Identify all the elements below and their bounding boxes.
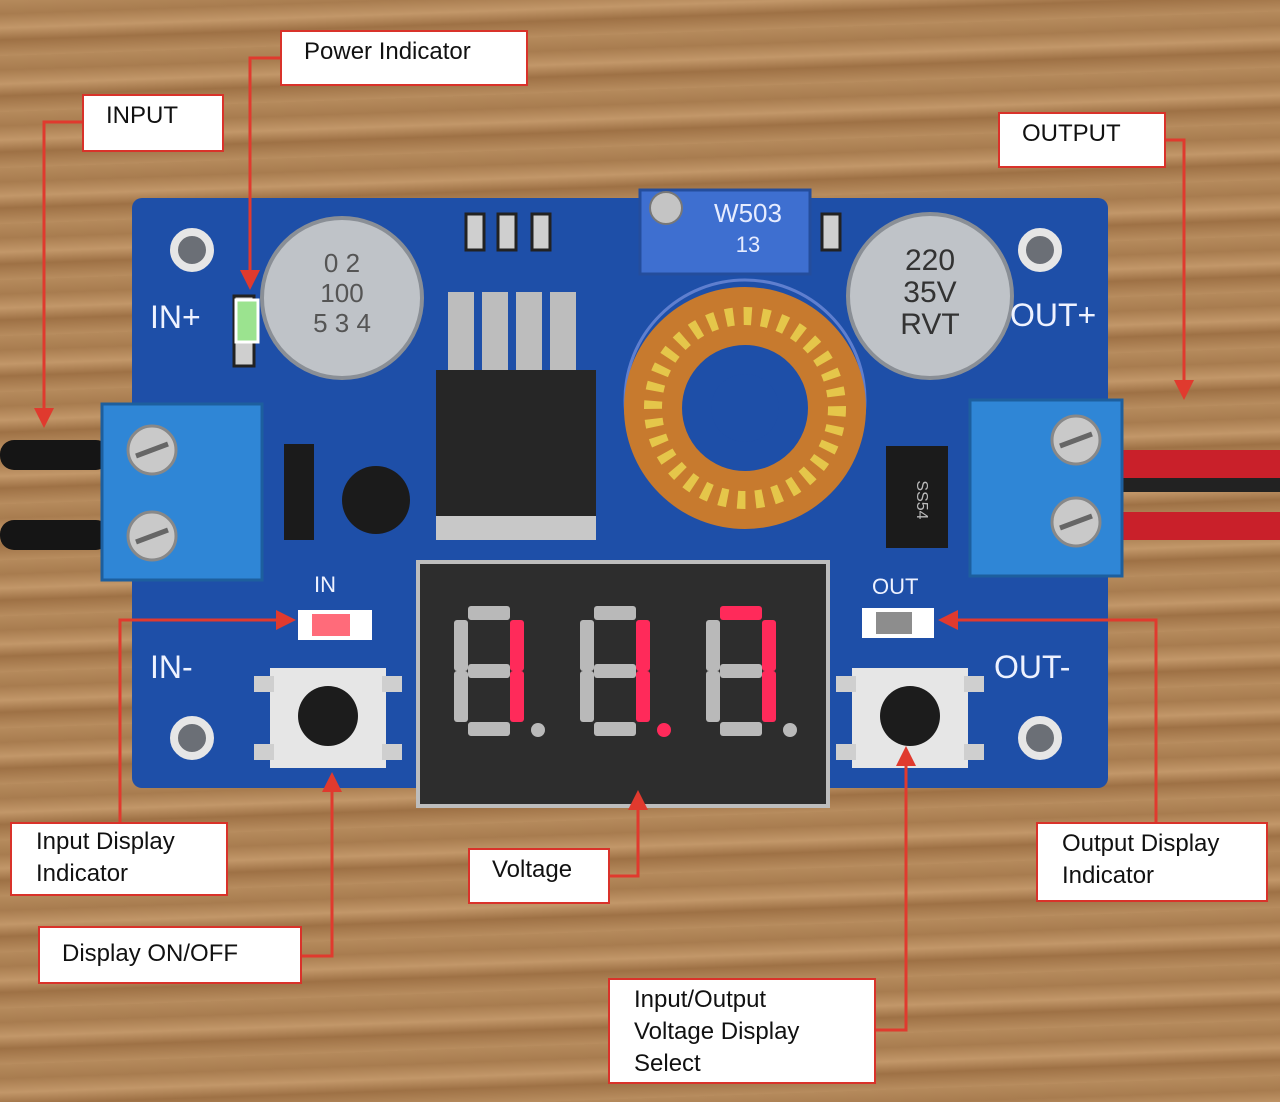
digit-3-segment-d [720, 722, 762, 736]
digit-3-segment-f [706, 620, 720, 671]
callout-input-display-indicator: Input Display Indicator [10, 822, 228, 896]
callout-output: OUTPUT [998, 112, 1166, 168]
digit-2-segment-e [580, 671, 594, 722]
digit-2-segment-c [636, 671, 650, 722]
digit-1-segment-b [510, 620, 524, 671]
digit-3-segment-a [720, 606, 762, 620]
digit-2-decimal-point [657, 723, 671, 737]
out-minus-label: OUT- [994, 649, 1070, 685]
digit-3-decimal-point [783, 723, 797, 737]
digit-1-segment-f [454, 620, 468, 671]
mount-hole-tl [170, 228, 214, 272]
svg-text:13: 13 [736, 232, 760, 257]
svg-text:0 2: 0 2 [324, 248, 360, 278]
display-onoff-button[interactable] [254, 668, 402, 768]
output-display-led [862, 608, 934, 638]
digit-3-segment-e [706, 671, 720, 722]
mount-hole-tr [1018, 228, 1062, 272]
capacitor-left: 0 2 100 5 3 4 [260, 216, 424, 380]
digit-1-segment-d [468, 722, 510, 736]
regulator-ic [436, 292, 596, 540]
svg-text:RVT: RVT [900, 308, 959, 341]
svg-text:5 3 4: 5 3 4 [313, 308, 371, 338]
arrow-in-display [118, 618, 276, 822]
digit-1-decimal-point [531, 723, 545, 737]
digit-2-segment-d [594, 722, 636, 736]
output-wires [1110, 450, 1280, 540]
arrow-input [42, 120, 82, 410]
out-plus-label: OUT+ [1010, 297, 1096, 333]
seven-segment-display [416, 560, 830, 808]
svg-text:W503: W503 [714, 198, 782, 228]
out-led-label: OUT [872, 574, 918, 599]
callout-power-indicator: Power Indicator [280, 30, 528, 86]
capacitor-right: 220 35V RVT [846, 212, 1014, 380]
arrow-select [876, 764, 908, 1032]
input-display-led [298, 610, 372, 640]
arrow-voltage [610, 808, 640, 878]
mount-hole-br [1018, 716, 1062, 760]
mount-hole-bl [170, 716, 214, 760]
svg-text:220: 220 [905, 244, 955, 277]
transistor [342, 466, 410, 534]
digit-1-segment-a [468, 606, 510, 620]
digit-1-segment-e [454, 671, 468, 722]
callout-io-voltage-select: Input/Output Voltage Display Select [608, 978, 876, 1084]
arrow-power [248, 56, 280, 270]
callout-display-on-off: Display ON/OFF [38, 926, 302, 984]
digit-3-segment-c [762, 671, 776, 722]
arrow-heads [34, 270, 1194, 810]
callout-voltage: Voltage [468, 848, 610, 904]
in-minus-label: IN- [150, 649, 193, 685]
digit-3-segment-b [762, 620, 776, 671]
digit-2-segment-b [636, 620, 650, 671]
callout-output-display-indicator: Output Display Indicator [1036, 822, 1268, 902]
svg-text:SS54: SS54 [913, 480, 930, 519]
io-select-button[interactable] [836, 668, 984, 768]
diode-left [284, 444, 314, 540]
svg-text:35V: 35V [903, 276, 956, 309]
svg-text:100: 100 [320, 278, 363, 308]
in-plus-label: IN+ [150, 299, 201, 335]
toroid-inductor [623, 278, 867, 529]
digit-2-segment-a [594, 606, 636, 620]
arrow-output [1166, 138, 1186, 382]
input-wires [0, 440, 110, 550]
potentiometer: W503 13 [638, 188, 812, 276]
callout-input: INPUT [82, 94, 224, 152]
input-terminal-block [100, 402, 264, 582]
pcb-silkscreen: IN+ IN- OUT+ OUT- IN OUT [150, 297, 1096, 685]
digit-1-segment-g [468, 664, 510, 678]
digit-2-segment-f [580, 620, 594, 671]
arrow-onoff [302, 790, 334, 958]
diode-ss54: SS54 [886, 446, 948, 548]
output-terminal-block [968, 398, 1124, 578]
callout-arrows [42, 56, 1186, 1032]
digit-2-segment-g [594, 664, 636, 678]
arrow-out-display [958, 618, 1158, 822]
digit-3-segment-g [720, 664, 762, 678]
power-led [234, 298, 260, 344]
digit-1-segment-c [510, 671, 524, 722]
display-segments [454, 606, 797, 737]
in-led-label: IN [314, 572, 336, 597]
